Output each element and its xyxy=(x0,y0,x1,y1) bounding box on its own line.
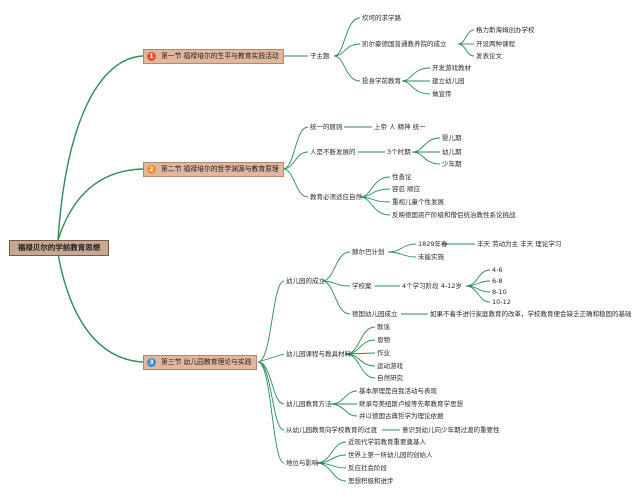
subtopic-node[interactable]: 子主题 xyxy=(310,52,330,60)
nature-item-4[interactable]: 反映德国资产阶级和僧侣统治教性系论挑战 xyxy=(392,211,516,219)
keilhau-item-3[interactable]: 发表论文 xyxy=(476,52,502,60)
section-1-label: 第一节 福禄培尔的生平与教育实践活动 xyxy=(161,52,279,60)
root-topic[interactable]: 福禄贝尔的学前教育思想 xyxy=(9,240,109,256)
unity-detail-node[interactable]: 上帝 人 精神 统一 xyxy=(374,123,426,131)
nature-item-1[interactable]: 性善论 xyxy=(392,173,412,181)
curriculum-item-4[interactable]: 运动游戏 xyxy=(377,362,403,370)
not-implemented-node[interactable]: 未能实施 xyxy=(418,253,444,261)
development-node[interactable]: 人是不断发展的 xyxy=(310,148,356,156)
preschool-item-2[interactable]: 建立幼儿园 xyxy=(432,77,465,85)
status-item-2[interactable]: 世界上第一所幼儿园的创始人 xyxy=(348,451,433,459)
year-1829-detail[interactable]: 丰天 劳动为主 丰天 理论学习 xyxy=(477,240,562,248)
number-badge-3: 3 xyxy=(147,358,156,367)
transition-note[interactable]: 意识到幼儿向少年期过渡的重要性 xyxy=(402,426,500,434)
school-plan-node[interactable]: 学校案 xyxy=(352,282,372,290)
status-item-3[interactable]: 反应社会阶段 xyxy=(348,464,387,472)
keilhau-item-2[interactable]: 开设两种课程 xyxy=(476,40,515,48)
section-3-label: 第三节 幼儿园教育理论与实践 xyxy=(161,358,252,366)
german-kg-note[interactable]: 如果不着手进行家庭教育的改革，学校教育便会缺乏正确和稳固的基础 xyxy=(430,310,632,318)
periods-node[interactable]: 3个时期 xyxy=(387,148,411,156)
age-8-10[interactable]: 8-10 xyxy=(492,288,507,296)
year-1829-node[interactable]: 1829年春 xyxy=(418,240,448,248)
section-3-topic[interactable]: 3 第三节 幼儿园教育理论与实践 xyxy=(143,355,257,370)
kg-founding-node[interactable]: 幼儿园的成立 xyxy=(286,277,325,285)
keilhau-node[interactable]: 凯尔豪德国普通教养院的成立 xyxy=(362,40,447,48)
keilhau-item-1[interactable]: 格力斯海姆创办学校 xyxy=(476,26,535,34)
blankenburg-node[interactable]: 赫尔巴计划 xyxy=(352,248,385,256)
german-kg-node[interactable]: 德国幼儿园成立 xyxy=(352,310,398,318)
curriculum-item-1[interactable]: 歌谣 xyxy=(377,323,390,331)
unity-principle-node[interactable]: 统一的原则 xyxy=(310,123,343,131)
curriculum-node[interactable]: 幼儿园课程与教具材料 xyxy=(286,350,351,358)
curriculum-item-3[interactable]: 作业 xyxy=(377,349,390,357)
methods-node[interactable]: 幼儿园教育方法 xyxy=(286,400,332,408)
period-infant[interactable]: 婴儿期 xyxy=(442,134,462,142)
nature-item-3[interactable]: 重视儿童个性发展 xyxy=(392,198,444,206)
age-10-12[interactable]: 10-12 xyxy=(492,298,511,306)
study-road-node[interactable]: 坎坷的求学路 xyxy=(362,14,401,22)
methods-item-1[interactable]: 基本原理是自我活动与表现 xyxy=(359,387,437,395)
period-child[interactable]: 幼儿期 xyxy=(442,148,462,156)
section-2-label: 第二节 福禄培尔的哲学渊源与教育原理 xyxy=(161,165,279,173)
age-4-6[interactable]: 4-6 xyxy=(492,266,503,274)
section-1-topic[interactable]: 1 第一节 福禄培尔的生平与教育实践活动 xyxy=(143,49,284,64)
age-6-8[interactable]: 6-8 xyxy=(492,277,503,285)
preschool-item-3[interactable]: 做宣传 xyxy=(432,90,452,98)
curriculum-item-5[interactable]: 自然研究 xyxy=(377,374,403,382)
status-item-4[interactable]: 思想积极和进步 xyxy=(348,477,394,485)
methods-item-2[interactable]: 继承夸美纽斯卢梭等先辈教育学思想 xyxy=(359,400,463,408)
period-youth[interactable]: 少年期 xyxy=(442,160,462,168)
section-2-topic[interactable]: 2 第二节 福禄培尔的哲学渊源与教育原理 xyxy=(143,162,284,177)
preschool-node[interactable]: 投身学前教育 xyxy=(362,77,401,85)
nature-item-2[interactable]: 容忍 顺应 xyxy=(392,185,421,193)
status-node[interactable]: 地位与影响 xyxy=(286,459,319,467)
curriculum-item-2[interactable]: 恩物 xyxy=(377,336,390,344)
preschool-item-1[interactable]: 开发游戏教材 xyxy=(432,64,471,72)
number-badge-1: 1 xyxy=(147,52,156,61)
methods-item-3[interactable]: 并以德国古典哲学为理论依据 xyxy=(359,412,444,420)
number-badge-2: 2 xyxy=(147,165,156,174)
nature-node[interactable]: 教育必须适应自然 xyxy=(310,193,362,201)
age-stages-node[interactable]: 4个学习阶段 4-12岁 xyxy=(402,282,462,290)
transition-node[interactable]: 从幼儿园教育向学校教育的过渡 xyxy=(286,426,377,434)
status-item-1[interactable]: 近现代学前教育重要奠基人 xyxy=(348,438,426,446)
